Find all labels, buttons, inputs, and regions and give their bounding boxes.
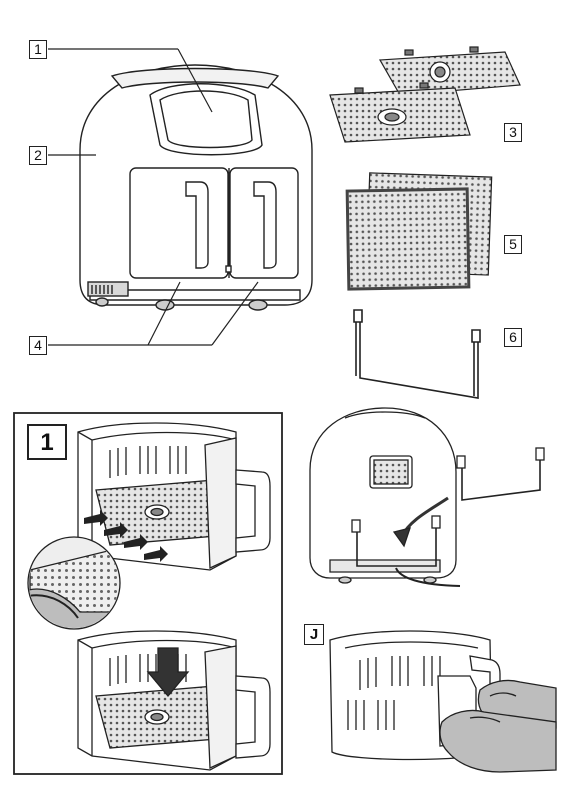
fryer-rear-illustration: [309, 407, 545, 587]
step-1-label: 1: [27, 424, 67, 460]
arrow-icon: [84, 510, 168, 562]
callout-6: 6: [504, 328, 522, 347]
filter-screens-illustration: [345, 172, 493, 291]
wire-frame-illustration: [353, 309, 481, 399]
arrow-icon: [146, 647, 190, 698]
arrow-icon: [392, 527, 411, 548]
leader-lines: [48, 48, 259, 346]
callout-2: 2: [29, 146, 47, 165]
callout-3: 3: [504, 123, 522, 142]
crisper-plates-illustration: [329, 46, 521, 143]
step-j-label: J: [304, 624, 324, 645]
air-fryer-illustration: [79, 64, 313, 311]
callout-1: 1: [29, 40, 47, 59]
callout-5: 5: [504, 235, 522, 254]
step-j-illustration: [329, 630, 557, 773]
callout-4: 4: [29, 336, 47, 355]
step-1-panel: [13, 412, 283, 775]
hand-icon: [439, 709, 557, 773]
